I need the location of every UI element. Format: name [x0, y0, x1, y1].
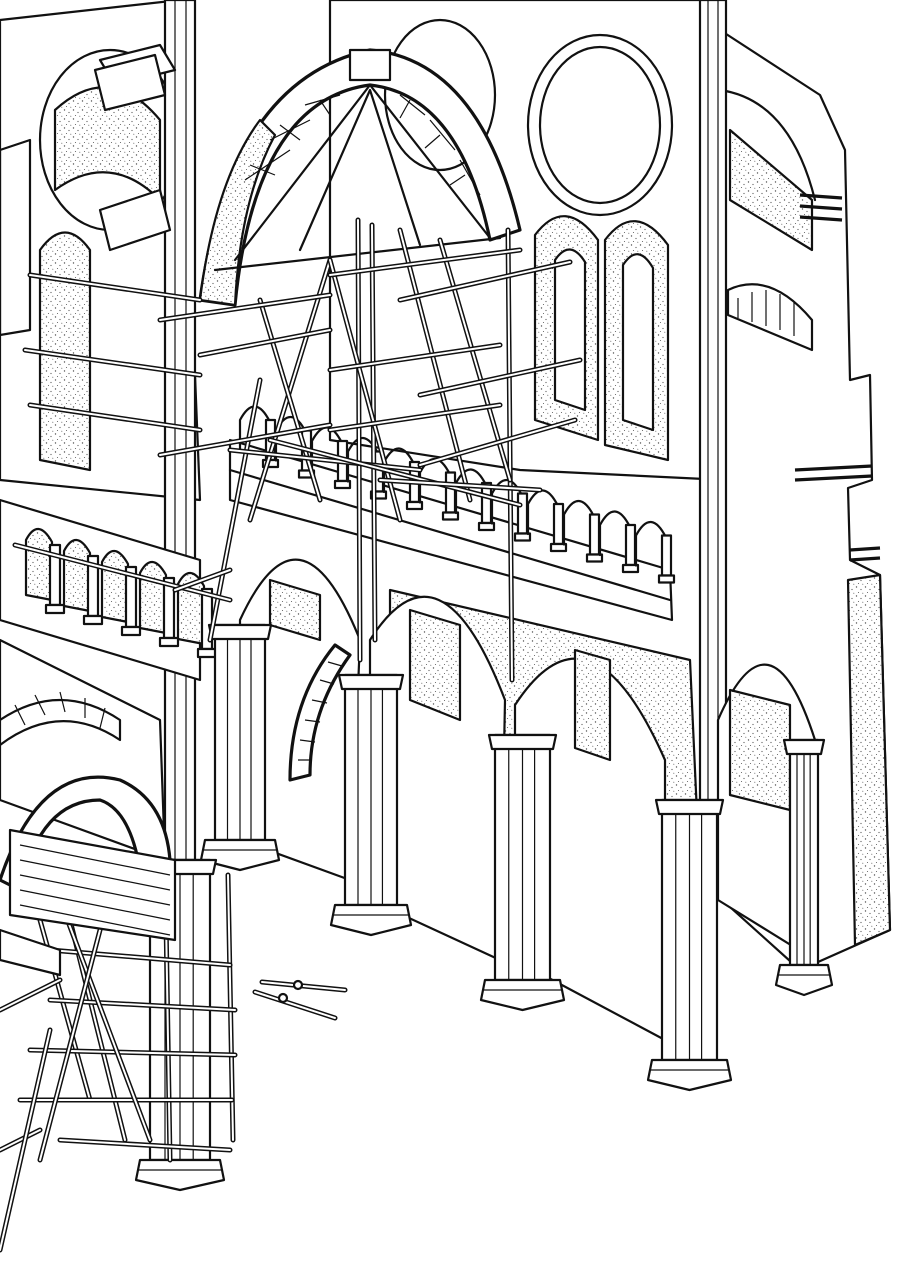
triforium-arcade: [228, 405, 676, 622]
scaffold-brace: [57, 897, 153, 1143]
scaffold-ledger: [267, 437, 523, 508]
pier: [329, 673, 413, 937]
gallery-arch: [24, 527, 66, 615]
scaffold-ledger: [157, 292, 333, 323]
lower-centring: [0, 638, 177, 977]
scaffold-brace: [37, 927, 103, 1163]
scaffold-ledger: [57, 1137, 233, 1153]
scaffold-ledger: [327, 402, 503, 433]
scaffold-ledger: [157, 422, 333, 458]
pier: [774, 738, 834, 997]
scaffold-ledger: [27, 272, 203, 303]
scaffold-ledger: [197, 327, 333, 358]
scaffold-ledger: [417, 417, 578, 468]
scaffold-ledger: [0, 1127, 43, 1153]
left-clerestory: [0, 0, 202, 862]
scaffold-brace: [257, 297, 323, 503]
hanging-centring: [288, 643, 352, 782]
pier: [199, 623, 281, 872]
scaffold-ledger: [227, 447, 423, 473]
scaffolding: [0, 217, 583, 1253]
scaffold-ledger: [27, 1047, 238, 1058]
triforium-arch: [634, 520, 676, 584]
pier: [646, 798, 733, 1092]
main-arcade: [238, 558, 817, 1042]
scaffold-ledger: [22, 347, 203, 378]
scaffold-brace: [327, 257, 403, 523]
triforium-arch: [346, 436, 388, 500]
scaffold-ledger: [417, 357, 583, 398]
scaffold-upright: [505, 227, 515, 683]
pier: [479, 733, 566, 1012]
scaffold-ledger: [327, 247, 523, 278]
vault-centring-frame: [198, 48, 522, 307]
scaffold-ledger: [12, 542, 233, 603]
scaffold-ledger: [397, 259, 573, 303]
scaffold-ledger: [327, 342, 503, 373]
triforium-arch: [598, 510, 640, 574]
scaffold-upright: [369, 222, 378, 643]
upper-left-centring: [93, 53, 172, 252]
scaffold-upright: [247, 257, 333, 523]
scaffold-ledger: [377, 477, 543, 493]
scaffold-ledger: [172, 567, 233, 593]
scaffold-brace: [0, 977, 63, 1013]
scaffold-brace: [0, 1027, 53, 1253]
scaffold-upright: [355, 217, 363, 663]
floor-timbers: [252, 979, 348, 1021]
scaffold-ledger: [27, 402, 203, 433]
